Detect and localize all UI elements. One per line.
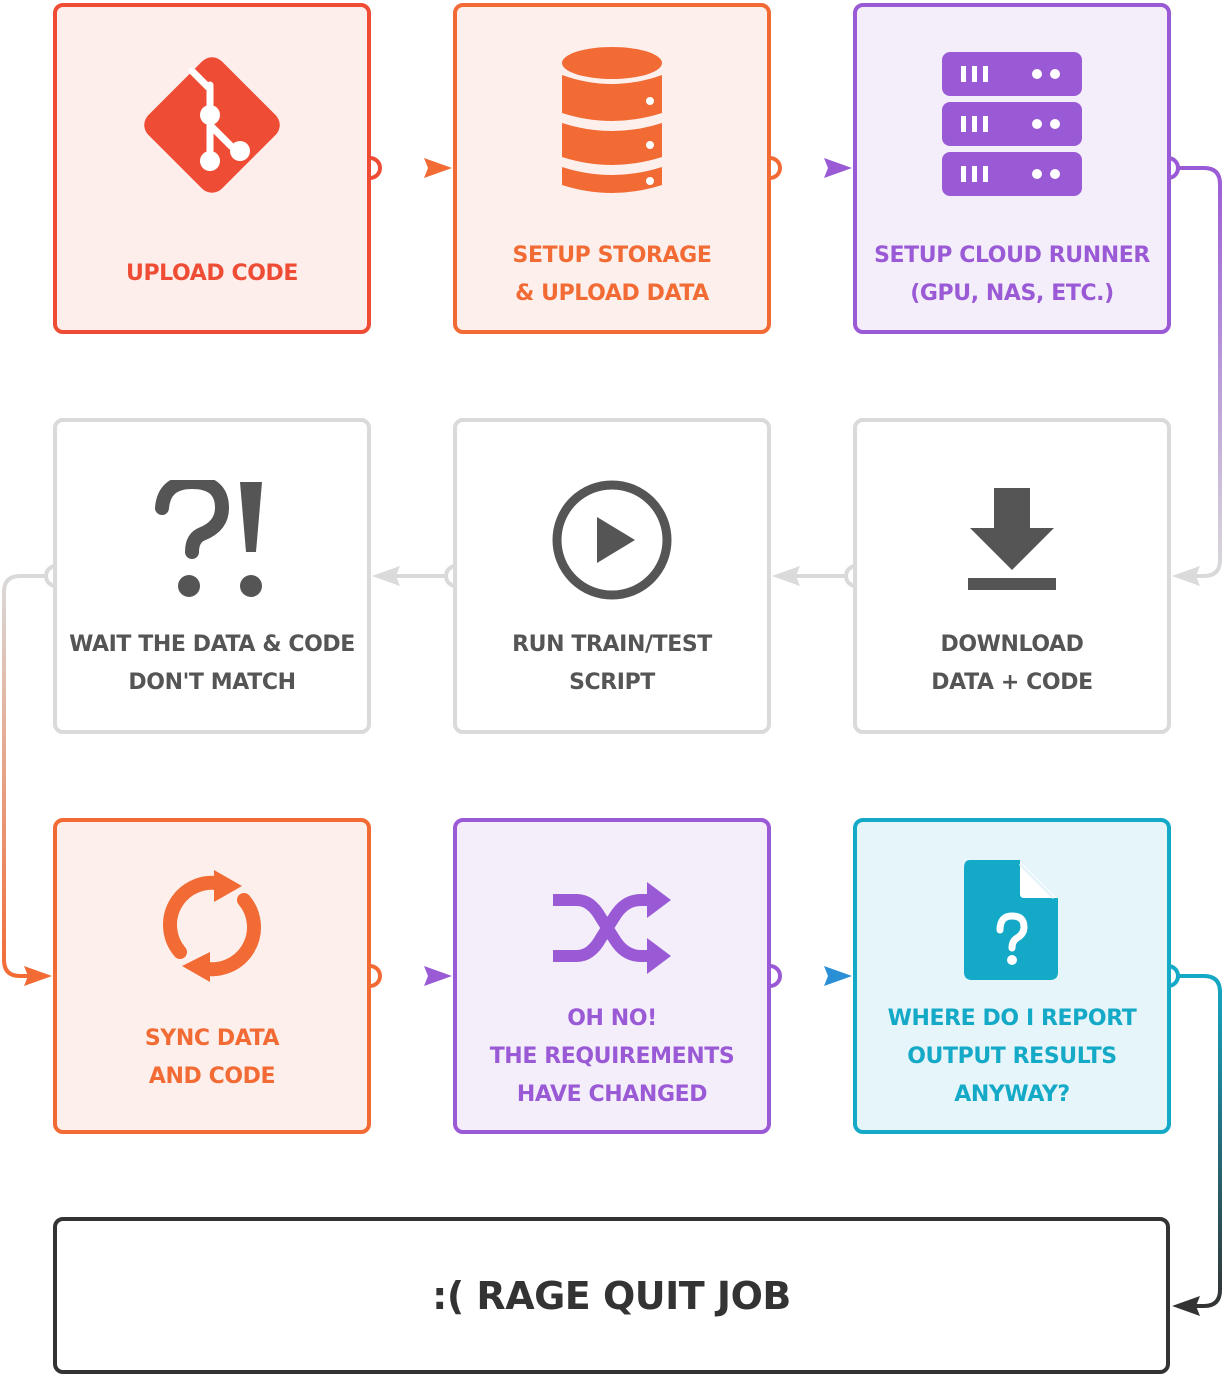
step-rage-quit-job: :( RAGE QUIT JOB (53, 1217, 1170, 1374)
server-icon (942, 52, 1082, 196)
connector-upload-to-storage (358, 156, 452, 180)
step-setup-storage: SETUP STORAGE & UPLOAD DATA (453, 3, 771, 334)
connector-run-to-wait (372, 564, 468, 588)
step-label-line: HAVE CHANGED (516, 1082, 708, 1107)
step-label-line: OUTPUT RESULTS (907, 1044, 1117, 1069)
step-label-line: UPLOAD CODE (125, 261, 299, 286)
step-wait-mismatch: WAIT THE DATA & CODE DON'T MATCH (53, 418, 371, 734)
git-icon (144, 57, 280, 193)
play-icon (552, 480, 672, 600)
rage-quit-label: :( RAGE QUIT JOB (432, 1273, 791, 1318)
step-upload-code: UPLOAD CODE (53, 3, 371, 334)
connector-storage-to-cloud (758, 156, 852, 180)
unknown-file-icon (964, 860, 1058, 980)
step-label-line: & UPLOAD DATA (515, 281, 709, 306)
step-label-line: DON'T MATCH (128, 670, 296, 695)
step-label-line: OH NO! (567, 1006, 657, 1031)
sync-icon (163, 870, 261, 982)
interrobang-icon (155, 480, 262, 597)
step-run-script: RUN TRAIN/TEST SCRIPT (453, 418, 771, 734)
download-icon (968, 488, 1056, 590)
step-label-line: SETUP STORAGE (512, 243, 712, 268)
step-label-line: SCRIPT (569, 670, 655, 695)
step-requirements-changed: OH NO! THE REQUIREMENTS HAVE CHANGED (453, 818, 771, 1134)
connector-download-to-run (772, 564, 868, 588)
step-label-line: ANYWAY? (954, 1082, 1070, 1107)
shuffle-icon (553, 882, 671, 974)
connector-requirements-to-report (758, 964, 852, 988)
step-label-line: DATA + CODE (931, 670, 1093, 695)
step-report-results: WHERE DO I REPORT OUTPUT RESULTS ANYWAY? (853, 818, 1171, 1134)
step-download: DOWNLOAD DATA + CODE (853, 418, 1171, 734)
step-sync: SYNC DATA AND CODE (53, 818, 371, 1134)
step-label-line: (GPU, NAS, ETC.) (910, 281, 1114, 306)
step-label-line: SYNC DATA (144, 1026, 280, 1051)
step-setup-cloud-runner: SETUP CLOUD RUNNER (GPU, NAS, ETC.) (853, 3, 1171, 334)
step-label-line: DOWNLOAD (940, 632, 1084, 657)
step-label-line: RUN TRAIN/TEST (512, 632, 712, 657)
step-label-line: AND CODE (148, 1064, 276, 1089)
connector-sync-to-requirements (358, 964, 452, 988)
step-label-line: SETUP CLOUD RUNNER (874, 243, 1150, 268)
step-label-line: WHERE DO I REPORT (887, 1006, 1137, 1031)
step-label-line: THE REQUIREMENTS (489, 1044, 735, 1069)
database-icon (562, 47, 662, 193)
step-label-line: WAIT THE DATA & CODE (69, 632, 355, 657)
